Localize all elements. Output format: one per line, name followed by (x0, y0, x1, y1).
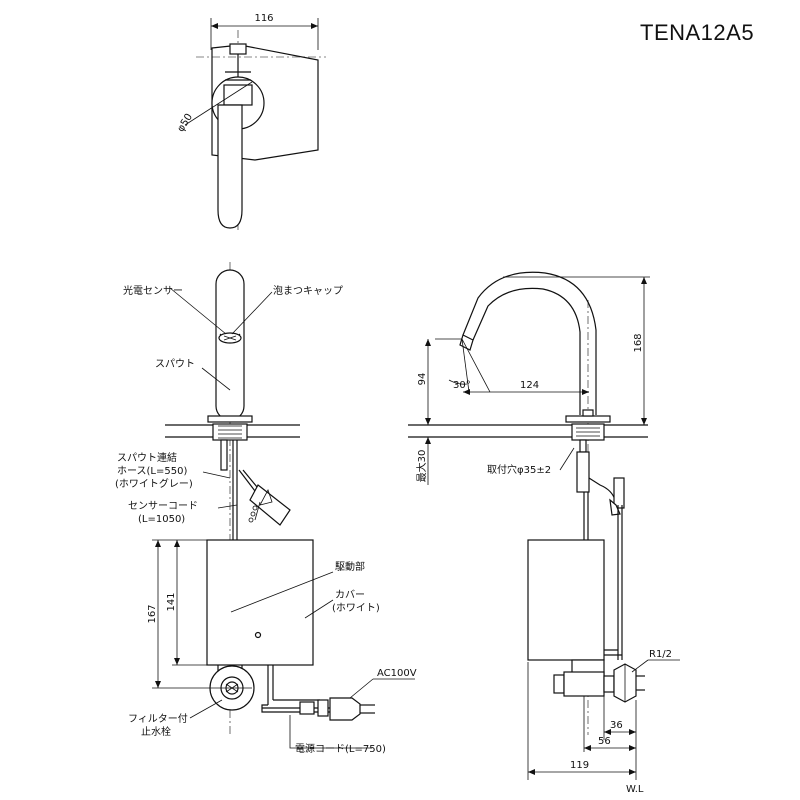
dim-141: 141 (166, 592, 177, 611)
dim-124: 124 (520, 380, 539, 391)
dim-hole: 取付穴φ35±2 (487, 463, 551, 476)
front-view: 光電センサー 泡まつキャップ スパウト スパウト連結 ホース(L=550) (ホ… (115, 262, 417, 755)
label-filter-1: フィルター付 (128, 712, 188, 725)
label-ac100v: AC100V (377, 668, 417, 679)
label-drive: 駆動部 (335, 560, 365, 573)
dim-36: 36 (610, 720, 623, 731)
label-filter-2: 止水栓 (141, 725, 171, 738)
dim-phi50: φ50 (175, 112, 195, 134)
top-view: 116 φ50 (175, 13, 326, 232)
label-cover-2: (ホワイト) (332, 602, 380, 614)
label-hose-3: (ホワイトグレー) (115, 477, 193, 490)
dim-56: 56 (598, 736, 611, 747)
label-hose-2: ホース(L=550) (117, 465, 187, 477)
dim-max30: 最大30 (415, 450, 428, 483)
label-wl: W.L (626, 784, 644, 795)
label-sensor: 光電センサー (123, 284, 183, 297)
dim-30deg: 30° (453, 380, 471, 391)
dim-94: 94 (417, 373, 428, 386)
label-spout: スパウト (155, 358, 195, 370)
dim-r12: R1/2 (649, 649, 672, 660)
label-power-cord: 電源コード(L=750) (295, 742, 386, 755)
dim-116: 116 (254, 13, 273, 24)
model-number: TENA12A5 (640, 20, 755, 45)
side-view: 30° 124 94 168 最大30 取付穴φ35±2 (408, 271, 680, 795)
dim-168: 168 (633, 333, 644, 352)
dim-167: 167 (147, 604, 158, 623)
label-aerator: 泡まつキャップ (273, 284, 343, 297)
label-cord-1: センサーコード (128, 500, 198, 512)
label-cord-2: (L=1050) (138, 514, 185, 525)
label-cover-1: カバー (335, 589, 365, 601)
dim-119: 119 (570, 760, 589, 771)
label-hose-1: スパウト連結 (117, 451, 177, 464)
